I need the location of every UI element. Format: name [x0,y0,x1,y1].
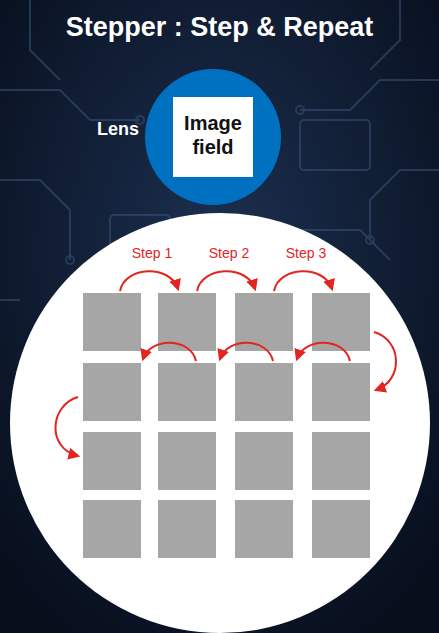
image-field: Image field [173,97,253,177]
step-label: Step 2 [199,245,259,261]
step-arrows [55,271,396,456]
circle-fill [145,69,281,205]
die-grid [83,293,370,558]
step-label: Step 3 [276,245,336,261]
wafer [10,213,430,633]
node-text: Image field [173,111,253,159]
circuit-traces [0,0,439,300]
title: Stepper : Step & Repeat [0,12,439,43]
node-text: Lens [79,119,139,141]
step-label: Step 1 [122,245,182,261]
lens-circle: LensImage field [145,69,281,205]
